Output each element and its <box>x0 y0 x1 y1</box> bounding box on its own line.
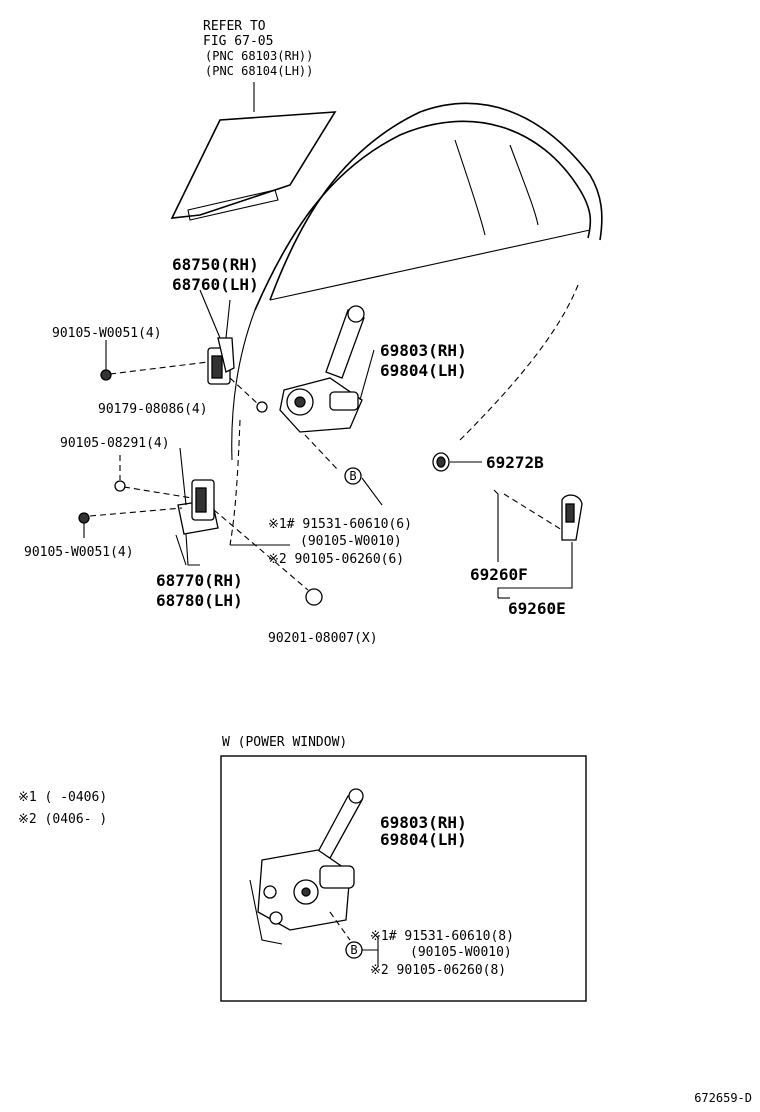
label-69804: 69804(LH) <box>380 361 467 380</box>
note-1: ※1 ( -0406) <box>18 790 107 805</box>
upper-hinge <box>199 289 235 385</box>
inset-regulator <box>249 788 364 945</box>
inset-label-69803: 69803(RH) <box>380 813 467 832</box>
refer-line4: (PNC 68104(LH)) <box>205 64 313 78</box>
label-68760: 68760(LH) <box>172 275 259 294</box>
label-68780: 68780(LH) <box>156 591 243 610</box>
label-69260f: 69260F <box>470 565 528 584</box>
label-plug: 90201-08007(X) <box>268 631 378 646</box>
lower-top-bolt <box>114 455 193 499</box>
access-cover <box>432 452 482 472</box>
lower-bolt <box>78 507 183 538</box>
inset-callout-b: B <box>345 936 379 966</box>
inset-label-69804: 69804(LH) <box>380 830 467 849</box>
inset-item1b: (90105-W0010) <box>410 945 512 960</box>
label-nut-upper: 90179-08086(4) <box>98 402 208 417</box>
callout-item1b: (90105-W0010) <box>300 534 402 549</box>
inset-title: W (POWER WINDOW) <box>222 735 347 750</box>
label-69260e: 69260E <box>508 599 566 618</box>
plug <box>213 509 323 606</box>
door-glass <box>170 82 337 221</box>
inset-item2: ※2 90105-06260(8) <box>370 963 506 978</box>
inset-marker-b: B <box>350 943 357 957</box>
label-68750: 68750(RH) <box>172 255 259 274</box>
label-bolt-lower-top: 90105-08291(4) <box>60 436 170 451</box>
door-outline <box>229 102 603 546</box>
upper-nut <box>229 377 268 413</box>
window-regulator <box>279 305 375 471</box>
upper-bolt <box>100 340 209 381</box>
label-69272b: 69272B <box>486 453 544 472</box>
lower-hinge <box>177 447 219 566</box>
label-68770: 68770(RH) <box>156 571 243 590</box>
door-rod <box>493 489 563 562</box>
note-2: ※2 (0406- ) <box>18 812 107 827</box>
marker-b: B <box>349 469 356 483</box>
callout-item1: ※1# 91531-60610(6) <box>268 517 412 532</box>
refer-line1: REFER TO <box>203 19 266 34</box>
callout-item2: ※2 90105-06260(6) <box>268 552 404 567</box>
label-bolt-lower: 90105-W0051(4) <box>24 545 134 560</box>
leader-lines <box>175 534 510 599</box>
figure-code: 672659-D <box>694 1091 752 1105</box>
refer-line2: FIG 67-05 <box>203 34 273 49</box>
refer-line3: (PNC 68103(RH)) <box>205 49 313 63</box>
inset-frame <box>220 755 587 1002</box>
label-69803: 69803(RH) <box>380 341 467 360</box>
inset-item1: ※1# 91531-60610(8) <box>370 929 514 944</box>
label-bolt-upper: 90105-W0051(4) <box>52 326 162 341</box>
inside-handle <box>497 494 583 598</box>
callout-b-marker: B <box>344 467 383 506</box>
